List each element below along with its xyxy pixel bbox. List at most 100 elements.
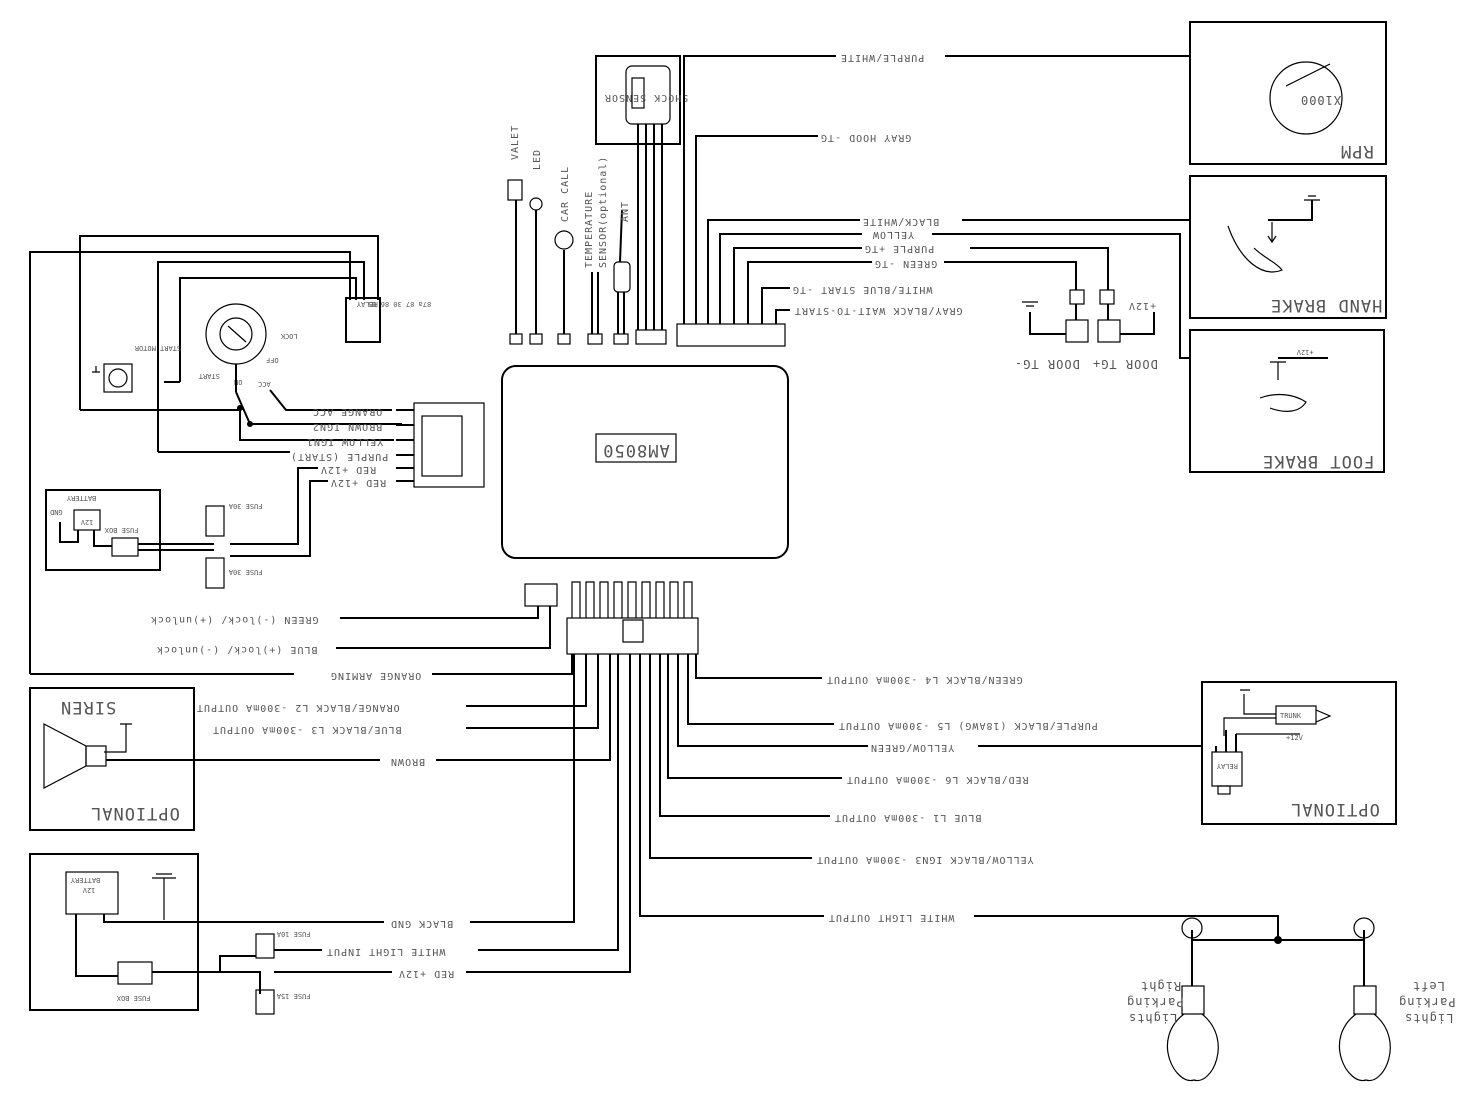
siren-label: SIREN	[60, 697, 116, 717]
wire-label-green-lock: GREEN (-)lock/ (+)unlock	[150, 614, 319, 625]
right-lights-2: Parking	[1126, 995, 1184, 1009]
wire-label-white-light-input: WHITE LIGHT INPUT	[326, 946, 445, 957]
car-call-label: CAR CALL	[560, 166, 571, 222]
wire-label-yellow-green: YELLOW/GREEN	[870, 742, 954, 753]
wire-label-blue-lock: BLUE (+)lock/ (-)unlock	[156, 644, 317, 655]
wire-label-white-light-output: WHITE LIGHT OUTPUT	[828, 912, 954, 923]
ign-lock: LOCK	[280, 332, 298, 340]
trunk-label: TRUNK	[1280, 712, 1302, 720]
right-lights-3: Lights	[1128, 1011, 1177, 1025]
wire-label-gray-hood: GRAY HOOD -TG	[820, 132, 911, 143]
left-lights-3: Lights	[1404, 1011, 1453, 1025]
battery-bottom-fusebox: FUSE BOX	[116, 994, 151, 1002]
foot-brake-box: +12V FOOT BRAKE	[1189, 329, 1385, 473]
left-lights-2: Parking	[1398, 995, 1456, 1009]
wire-label-red-12v-bottom: RED +12V	[398, 968, 454, 979]
shock-sensor: SHOCK SENSOR	[595, 55, 688, 345]
control-unit: AM8050	[413, 323, 789, 655]
wire-label-black-white: BLACK/WHITE	[862, 216, 939, 227]
battery-top-label: BATTERY	[66, 494, 96, 502]
valet-label: VALET	[510, 125, 521, 160]
wire-label-purple-black-l5: PURPLE/BLACK (18AWG) L5 -300mA OUTPUT	[838, 720, 1098, 731]
valet-switch: VALET	[507, 125, 523, 345]
sensor-label: SENSOR(optional)	[598, 156, 609, 268]
wire-label-purple-tg: PURPLE +TG	[864, 243, 934, 254]
wire-label-blue-l1: BLUE L1 -300mA OUTPUT	[834, 812, 981, 823]
start-motor: START MOTOR	[134, 344, 181, 352]
trunk-relay: RELAY	[1216, 762, 1238, 770]
shock-sensor-label: SHOCK SENSOR	[604, 92, 688, 103]
wire-label-red-black-l6: RED/BLACK L6 -300mA OUTPUT	[846, 774, 1029, 785]
wire-label-purple-white: PURPLE/WHITE	[840, 52, 924, 63]
wire-label-white-blue: WHITE/BLUE START -TG	[792, 284, 932, 295]
trunk-optional: OPTIONAL	[1290, 799, 1380, 819]
ign-off: OFF	[266, 356, 279, 364]
ign-start: START	[198, 372, 220, 380]
battery-bottom-volts: 12V	[82, 886, 95, 894]
parking-lights: Right Parking Lights Left Parking Lights	[1126, 917, 1456, 1081]
fuse-15a: FUSE 15A	[276, 992, 311, 1000]
battery-top-box: BATTERY GND 12V FUSE BOX FUSE 30A FUSE 3…	[45, 489, 263, 589]
fuse-top-1: FUSE 30A	[228, 502, 263, 510]
wire-label-blue-black-l3: BLUE/BLACK L3 -300mA OUTPUT	[212, 724, 402, 735]
trunk-volts: +12V	[1286, 734, 1304, 742]
led-label: LED	[532, 149, 543, 170]
siren-box: SIREN OPTIONAL ORANGE/BLACK L2 -300mA OU…	[29, 654, 611, 831]
right-lights-1: Right	[1140, 979, 1181, 993]
battery-top-fusebox: FUSE BOX	[104, 526, 139, 534]
relay-pins: 87a 87 30 86 85	[368, 300, 431, 308]
fuse-10a: FUSE 10A	[276, 930, 311, 938]
top-right-wire-labels: PURPLE/WHITE GRAY HOOD -TG BLACK/WHITE Y…	[792, 52, 963, 316]
foot-brake-label: FOOT BRAKE	[1262, 451, 1374, 471]
wire-label-green-black-l4: GREEN/BLACK L4 -300mA OUTPUT	[826, 674, 1023, 685]
wire-label-yellow-black-ign3: YELLOW/BLACK IGN3 -300mA OUTPUT	[816, 854, 1034, 865]
left-wire-labels: ORANGE ACC BROWN IGN2 YELLOW IGN1 PURPLE…	[230, 406, 414, 557]
wire-label-green-tg: GREEN -TG	[874, 258, 937, 269]
left-lights-1: Left	[1412, 979, 1445, 993]
battery-bottom-box: BATTERY 12V FUSE BOX FUSE 10A FUSE 15A B…	[29, 654, 631, 1015]
ign-on: ON	[234, 378, 242, 386]
ign-acc: ACC	[258, 380, 271, 388]
trunk-box: TRUNK RELAY +12V OPTIONAL	[1201, 681, 1397, 825]
wire-label-black-gnd: BLACK GND	[390, 918, 453, 929]
temperature-label: TEMPERATURE	[584, 191, 595, 268]
temperature-sensor: TEMPERATURE SENSOR(optional)	[584, 156, 609, 345]
lock-wires: GREEN (-)lock/ (+)unlock BLUE (+)lock/ (…	[30, 606, 573, 681]
rpm-label: RPM	[1340, 141, 1374, 161]
wire-label-orange-arming: ORANGE ARMING	[330, 670, 421, 681]
wire-label-red-12v-1: RED +12V	[320, 464, 376, 475]
door-neg-label: DOOR TG-	[1014, 357, 1080, 371]
wire-label-orange-acc: ORANGE ACC	[312, 406, 382, 417]
unit-label: AM8050	[602, 440, 669, 460]
door-plus-v: +12V	[1128, 300, 1156, 311]
wire-label-yellow-ign1: YELLOW IGN1	[306, 436, 383, 447]
bottom-right-wires: GREEN/BLACK L4 -300mA OUTPUT PURPLE/BLAC…	[639, 654, 1279, 940]
wire-label-brown: BROWN	[390, 756, 425, 767]
wire-label-red-12v-2: RED +12V	[330, 477, 386, 488]
antenna: ANT	[613, 201, 631, 345]
ant-label: ANT	[620, 201, 631, 222]
hand-brake-box: HAND BRAKE	[1189, 175, 1387, 319]
led: LED	[529, 149, 543, 345]
car-call: CAR CALL	[554, 166, 574, 345]
rpm-box: X1000 RPM	[1189, 21, 1387, 165]
door-pos-label: DOOR TG+	[1092, 357, 1158, 371]
door-switches: +12V DOOR TG- DOOR TG+	[1014, 289, 1158, 371]
siren-optional: OPTIONAL	[90, 803, 180, 823]
wire-label-brown-ign2: BROWN IGN2	[312, 421, 382, 432]
foot-brake-voltage: +12V	[1296, 348, 1314, 356]
bottom-connector-pins	[571, 581, 693, 618]
wire-label-purple-start: PURPLE (START)	[290, 451, 388, 462]
wire-label-yellow: YELLOW	[872, 229, 914, 240]
wire-label-gray-black: GRAY/BLACK WAIT-TO-START	[794, 305, 963, 316]
fuse-top-2: FUSE 30A	[228, 568, 263, 576]
hand-brake-label: HAND BRAKE	[1270, 295, 1382, 315]
top-right-wires	[683, 55, 1340, 359]
battery-top-volts: 12V	[80, 518, 93, 526]
battery-bottom-label: BATTERY	[70, 876, 100, 884]
ignition-area: RELAY 87a 87 30 86 85 LOCK OFF ON START …	[29, 235, 431, 674]
wire-label-orange-black-l2: ORANGE/BLACK L2 -300mA OUTPUT	[196, 702, 400, 713]
rpm-dial: X1000	[1300, 93, 1341, 107]
battery-top-gnd: GND	[50, 508, 63, 516]
